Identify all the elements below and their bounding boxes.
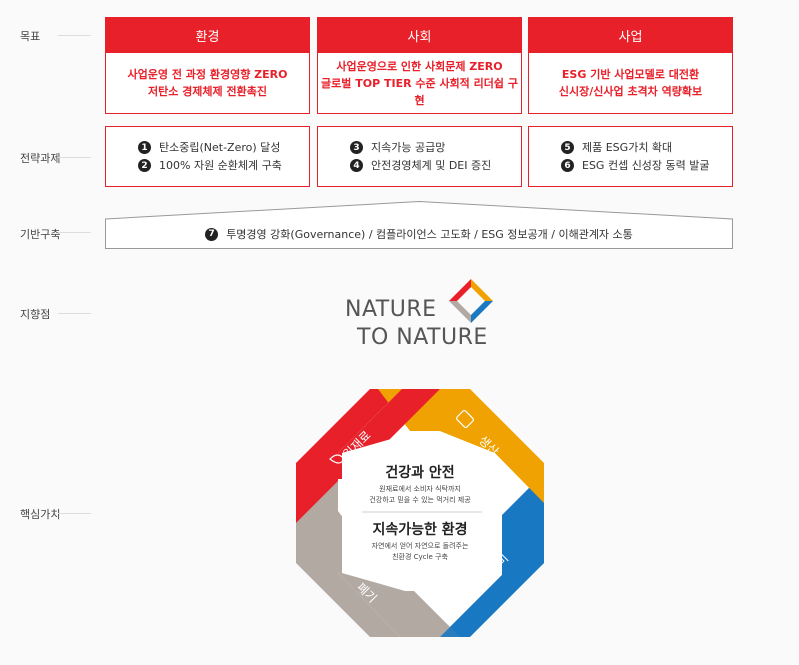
goal-social-title: 사회 — [317, 17, 522, 53]
row-label-strategy: 전략과제 — [20, 152, 61, 165]
row-label-goal: 목표 — [20, 30, 41, 43]
segment-production-shape — [378, 389, 544, 503]
task-item: 2 100% 자원 순환체계 구축 — [138, 157, 309, 175]
task-text: 탄소중립(Net-Zero) 달성 — [159, 140, 281, 154]
goal-business-title: 사업 — [528, 17, 733, 53]
number-badge: 2 — [138, 159, 151, 172]
goal-environment-line1: 사업운영 전 과정 환경영향 ZERO — [127, 68, 288, 81]
goal-social-body: 사업운영으로 인한 사회문제 ZERO 글로벌 TOP TIER 수준 사회적 … — [317, 53, 522, 114]
task-item: 6 ESG 컨셉 신성장 동력 발굴 — [561, 157, 732, 175]
number-badge: 1 — [138, 141, 151, 154]
task-text: 제품 ESG가치 확대 — [582, 140, 673, 154]
goal-business-line2: 신시장/신사업 초격차 역량확보 — [558, 85, 703, 98]
row-divider — [58, 232, 91, 233]
row-divider — [58, 513, 91, 514]
goal-business-line1: ESG 기반 사업모델로 대전환 — [561, 68, 700, 81]
task-text: ESG 컨셉 신성장 동력 발굴 — [582, 158, 710, 172]
logo-line2: TO NATURE — [357, 325, 488, 350]
number-badge: 5 — [561, 141, 574, 154]
row-label-core-value: 핵심가치 — [20, 508, 61, 521]
number-badge: 7 — [205, 227, 219, 241]
row-label-direction: 지향점 — [20, 308, 51, 321]
task-text: 100% 자원 순환체계 구축 — [159, 158, 282, 172]
number-badge: 4 — [350, 159, 363, 172]
task-item: 4 안전경영체계 및 DEI 증진 — [350, 157, 521, 175]
number-badge: 3 — [350, 141, 363, 154]
logo-line1: NATURE — [345, 297, 437, 322]
row-divider — [58, 157, 91, 158]
task-item: 3 지속가능 공급망 — [350, 139, 521, 157]
core-title-health: 건강과 안전 — [385, 465, 455, 481]
goal-social-line2: 글로벌 TOP TIER 수준 사회적 리더쉽 구현 — [321, 76, 518, 107]
goal-environment-line2: 저탄소 경제체제 전환촉진 — [148, 85, 267, 98]
row-label-foundation: 기반구축 — [20, 228, 61, 241]
foundation-roof-shape — [105, 201, 733, 249]
logo-diamond-icon — [449, 279, 493, 323]
core-sub-env-2: 친환경 Cycle 구축 — [392, 553, 448, 561]
foundation-text: 투명경영 강화(Governance) / 컴플라이언스 고도화 / ESG 정… — [226, 228, 633, 241]
task-text: 지속가능 공급망 — [371, 140, 446, 154]
task-text: 안전경영체계 및 DEI 증진 — [371, 158, 492, 172]
goal-social-line1: 사업운영으로 인한 사회문제 ZERO — [336, 59, 503, 73]
goal-business-body: ESG 기반 사업모델로 대전환 신시장/신사업 초격차 역량확보 — [528, 53, 733, 114]
task-box-environment: 1 탄소중립(Net-Zero) 달성 2 100% 자원 순환체계 구축 — [105, 126, 310, 187]
number-badge: 6 — [561, 159, 574, 172]
row-divider — [58, 35, 91, 36]
task-item: 5 제품 ESG가치 확대 — [561, 139, 732, 157]
task-box-social: 3 지속가능 공급망 4 안전경영체계 및 DEI 증진 — [317, 126, 522, 187]
core-title-environment: 지속가능한 환경 — [372, 522, 468, 538]
foundation-block: 7 투명경영 강화(Governance) / 컴플라이언스 고도화 / ESG… — [105, 201, 733, 249]
core-value-octagon — [296, 389, 544, 637]
core-sub-health-1: 원재료에서 소비자 식탁까지 — [379, 485, 461, 493]
goal-environment-title: 환경 — [105, 17, 310, 53]
task-item: 1 탄소중립(Net-Zero) 달성 — [138, 139, 309, 157]
segment-disposal-shape — [296, 481, 400, 637]
foundation-text-row: 7 투명경영 강화(Governance) / 컴플라이언스 고도화 / ESG… — [105, 219, 733, 249]
task-box-business: 5 제품 ESG가치 확대 6 ESG 컨셉 신성장 동력 발굴 — [528, 126, 733, 187]
core-sub-health-2: 건강하고 믿을 수 있는 먹거리 제공 — [369, 496, 471, 504]
core-sub-env-1: 자연에서 얻어 자연으로 돌려주는 — [371, 542, 469, 550]
row-divider — [58, 313, 91, 314]
goal-environment-body: 사업운영 전 과정 환경영향 ZERO 저탄소 경제체제 전환촉진 — [105, 53, 310, 114]
